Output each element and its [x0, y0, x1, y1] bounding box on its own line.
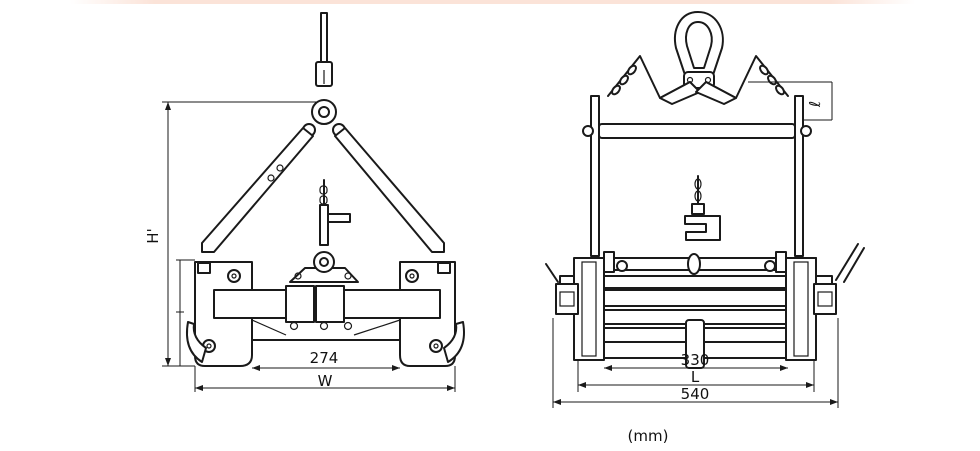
side-center-pivot [289, 251, 359, 283]
dim-inner-label: 274 [310, 349, 339, 367]
dim-length-label: L [691, 368, 700, 386]
units-label: (mm) [628, 427, 669, 445]
front-left-clamp [545, 251, 615, 361]
front-view: ℓ [545, 11, 865, 408]
front-chain-left [607, 55, 701, 105]
side-left-arm [201, 127, 314, 253]
front-upper-tube [598, 123, 796, 139]
side-lifting-eye [302, 99, 346, 137]
dim-height-label: H' [144, 228, 162, 243]
front-left-rod [582, 95, 600, 257]
front-shackle [674, 11, 724, 89]
dim-rail-330: 330 [604, 351, 788, 371]
front-center-hook [684, 175, 721, 241]
side-right-arm [334, 127, 445, 253]
dim-overall-540: 540 [552, 318, 839, 408]
dim-rail-label: 330 [681, 351, 710, 369]
dim-width-w: W [194, 366, 456, 392]
side-hook [315, 12, 333, 87]
dim-width-label: W [318, 372, 333, 390]
dim-overall-label: 540 [681, 385, 710, 403]
front-frame [559, 253, 833, 369]
dim-height-h: H' [144, 101, 318, 367]
side-beam [213, 285, 441, 336]
side-view: H' 274 W [144, 12, 465, 392]
front-right-clamp [775, 243, 865, 361]
dim-inner-274: 274 [252, 349, 400, 371]
dim-small-l: ℓ [748, 81, 833, 121]
dim-jaw-height [176, 259, 195, 366]
dim-length-l: L [577, 360, 815, 392]
side-center-hook [319, 179, 351, 246]
top-accent-band [70, 0, 915, 4]
dim-l-label: ℓ [806, 101, 824, 108]
front-right-rod [794, 95, 812, 257]
